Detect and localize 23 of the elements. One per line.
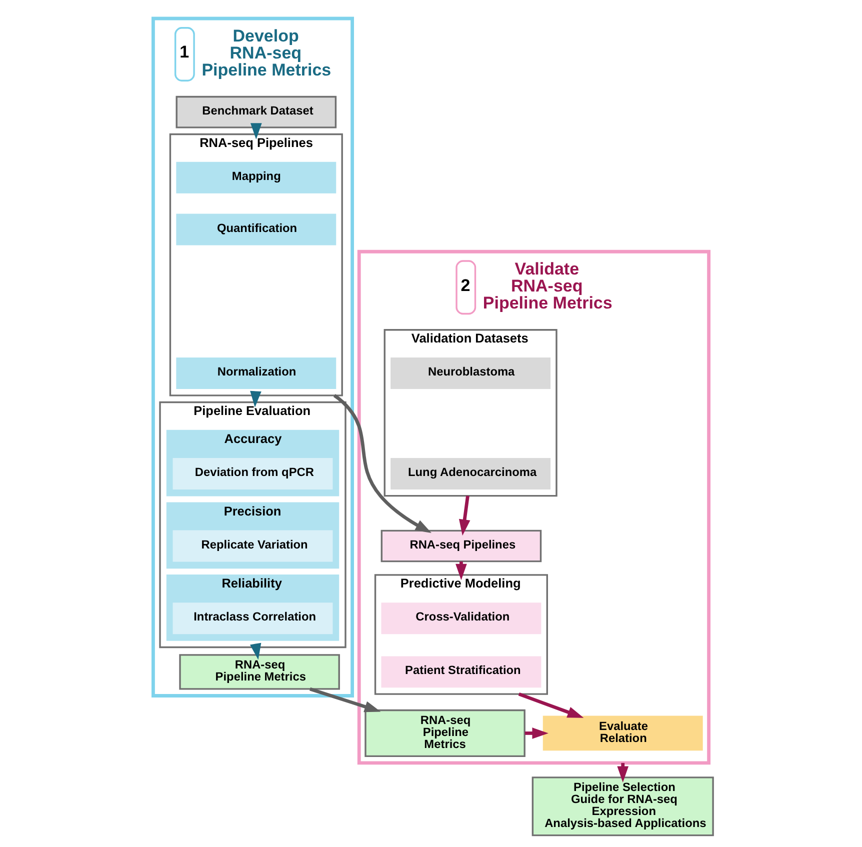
arrow bbox=[333, 394, 432, 533]
node-box: Deviation from qPCR bbox=[172, 458, 333, 490]
node-box: Cross-Validation bbox=[381, 602, 542, 634]
node-box: Lung Adenocarcinoma bbox=[390, 458, 551, 490]
node-label: 1 bbox=[180, 42, 190, 62]
node-box: Replicate Variation bbox=[172, 530, 333, 562]
node-box: Pipeline Selection Guide for RNA-seq Expression Analysis-based Applications bbox=[532, 776, 714, 836]
arrow bbox=[250, 123, 262, 140]
node-box: Intraclass Correlation bbox=[172, 602, 333, 634]
node-box: Mapping bbox=[176, 162, 336, 194]
node-box: RNA-seq Pipeline Metrics bbox=[364, 709, 526, 758]
node-box: Neuroblastoma bbox=[390, 358, 551, 390]
arrow bbox=[250, 390, 262, 408]
node-box: Quantification bbox=[176, 214, 336, 246]
node-box: RNA-seq Pipeline Metrics bbox=[179, 654, 340, 690]
node-label: 2 bbox=[460, 276, 470, 295]
arrow bbox=[458, 496, 470, 536]
arrow bbox=[250, 642, 262, 660]
node-box: Patient Stratification bbox=[381, 656, 542, 688]
node-box: Normalization bbox=[176, 358, 336, 390]
arrow bbox=[309, 687, 381, 712]
node-box: RNA-seq Pipelines bbox=[380, 530, 542, 562]
node-box: Evaluate Relation bbox=[542, 716, 703, 751]
